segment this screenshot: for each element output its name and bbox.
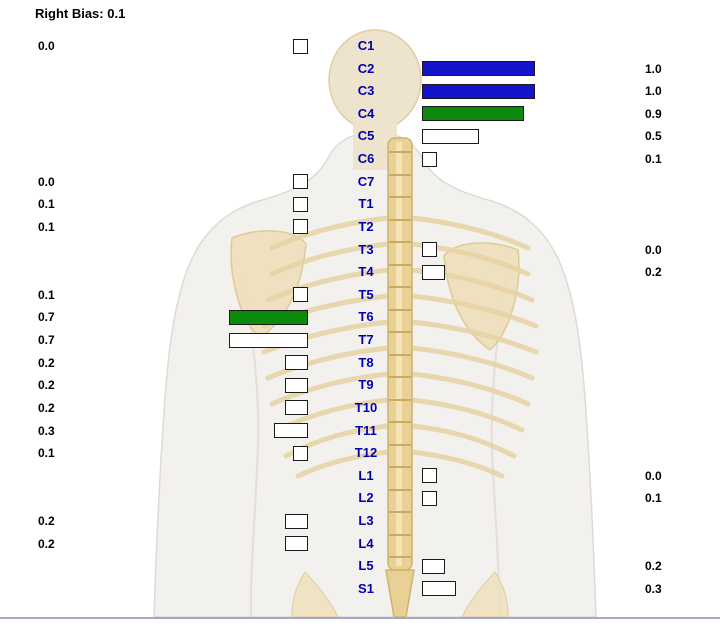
vertebra-label-c1: C1 <box>357 38 375 53</box>
vertebra-label-t10: T10 <box>354 399 378 415</box>
vertebra-label-l4: L4 <box>358 535 374 551</box>
value-bar-t8 <box>285 355 308 371</box>
vertebra-label-t5: T5 <box>358 286 374 302</box>
value-text-c3: 1.0 <box>645 84 662 99</box>
value-bar-l2 <box>422 490 437 506</box>
value-text-c6: 0.1 <box>645 152 662 167</box>
value-text-l2: 0.1 <box>645 491 662 506</box>
value-bar-c5 <box>422 128 479 144</box>
vertebra-label-l5: L5 <box>358 558 374 574</box>
value-bar-c4 <box>422 106 524 122</box>
value-bar-l3 <box>285 513 308 529</box>
value-bar-t3 <box>422 242 437 258</box>
vertebra-label-t9: T9 <box>358 377 374 393</box>
value-text-t11: 0.3 <box>38 423 55 438</box>
value-bar-l5 <box>422 558 445 574</box>
vertebra-label-t2: T2 <box>358 218 374 234</box>
value-bar-t2 <box>293 219 308 235</box>
value-text-c1: 0.0 <box>38 39 55 53</box>
value-text-c5: 0.5 <box>645 129 662 144</box>
value-text-t10: 0.2 <box>38 400 55 415</box>
value-text-c4: 0.9 <box>645 106 662 121</box>
value-bar-l4 <box>285 536 308 552</box>
vertebra-label-t7: T7 <box>358 332 374 348</box>
value-bar-c6 <box>422 151 437 167</box>
value-text-t6: 0.7 <box>38 310 55 325</box>
value-text-t4: 0.2 <box>645 265 662 280</box>
value-bar-t10 <box>285 400 308 416</box>
vertebra-label-l2: L2 <box>358 490 374 506</box>
right-bias-title: Right Bias: 0.1 <box>35 6 126 21</box>
value-text-l5: 0.2 <box>645 559 662 574</box>
value-text-l1: 0.0 <box>645 468 662 483</box>
value-bar-t7 <box>229 332 308 348</box>
vertebra-label-l3: L3 <box>358 513 374 529</box>
vertebra-label-t11: T11 <box>355 422 377 438</box>
value-bar-c2 <box>422 61 535 77</box>
vertebra-label-s1: S1 <box>358 580 374 596</box>
value-text-c2: 1.0 <box>645 61 662 76</box>
value-text-t7: 0.7 <box>38 333 55 348</box>
value-text-t9: 0.2 <box>38 378 55 393</box>
value-bar-t4 <box>422 264 445 280</box>
value-bar-t6 <box>229 309 308 325</box>
value-bar-t1 <box>293 196 308 212</box>
vertebra-label-t3: T3 <box>358 241 374 257</box>
value-bar-t11 <box>274 423 308 439</box>
value-text-t8: 0.2 <box>38 355 55 370</box>
value-text-c7: 0.0 <box>38 174 55 189</box>
vertebra-label-c2: C2 <box>357 60 375 76</box>
value-text-t2: 0.1 <box>38 219 55 234</box>
value-text-t1: 0.1 <box>38 197 55 212</box>
value-text-l4: 0.2 <box>38 536 55 551</box>
vertebra-label-l1: L1 <box>358 467 374 483</box>
vertebra-label-t6: T6 <box>358 309 374 325</box>
value-text-t5: 0.1 <box>38 287 55 302</box>
value-bar-c3 <box>422 83 535 99</box>
vertebra-label-c7: C7 <box>357 173 375 189</box>
vertebra-label-c4: C4 <box>357 105 375 121</box>
value-bar-c7 <box>293 174 308 190</box>
vertebra-label-t12: T12 <box>354 445 378 461</box>
value-text-t3: 0.0 <box>645 242 662 257</box>
vertebra-label-t4: T4 <box>358 264 374 280</box>
vertebra-label-t8: T8 <box>358 354 374 370</box>
value-bar-s1 <box>422 581 456 597</box>
value-text-l3: 0.2 <box>38 514 55 529</box>
value-bar-t9 <box>285 377 308 393</box>
value-bar-c1 <box>293 38 308 54</box>
vertebra-separators <box>389 151 411 558</box>
value-text-s1: 0.3 <box>645 581 662 596</box>
ribs-right <box>409 215 539 479</box>
value-bar-l1 <box>422 468 437 484</box>
vertebra-label-t1: T1 <box>358 196 374 212</box>
value-bar-t5 <box>293 287 308 303</box>
vertebra-label-c3: C3 <box>357 83 375 99</box>
ribs-left <box>261 215 391 479</box>
vertebra-label-c5: C5 <box>357 128 375 144</box>
vertebra-label-c6: C6 <box>357 151 375 167</box>
right-scapula <box>443 242 520 351</box>
bottom-divider <box>0 617 720 619</box>
value-text-t12: 0.1 <box>38 446 55 461</box>
value-bar-t12 <box>293 445 308 461</box>
